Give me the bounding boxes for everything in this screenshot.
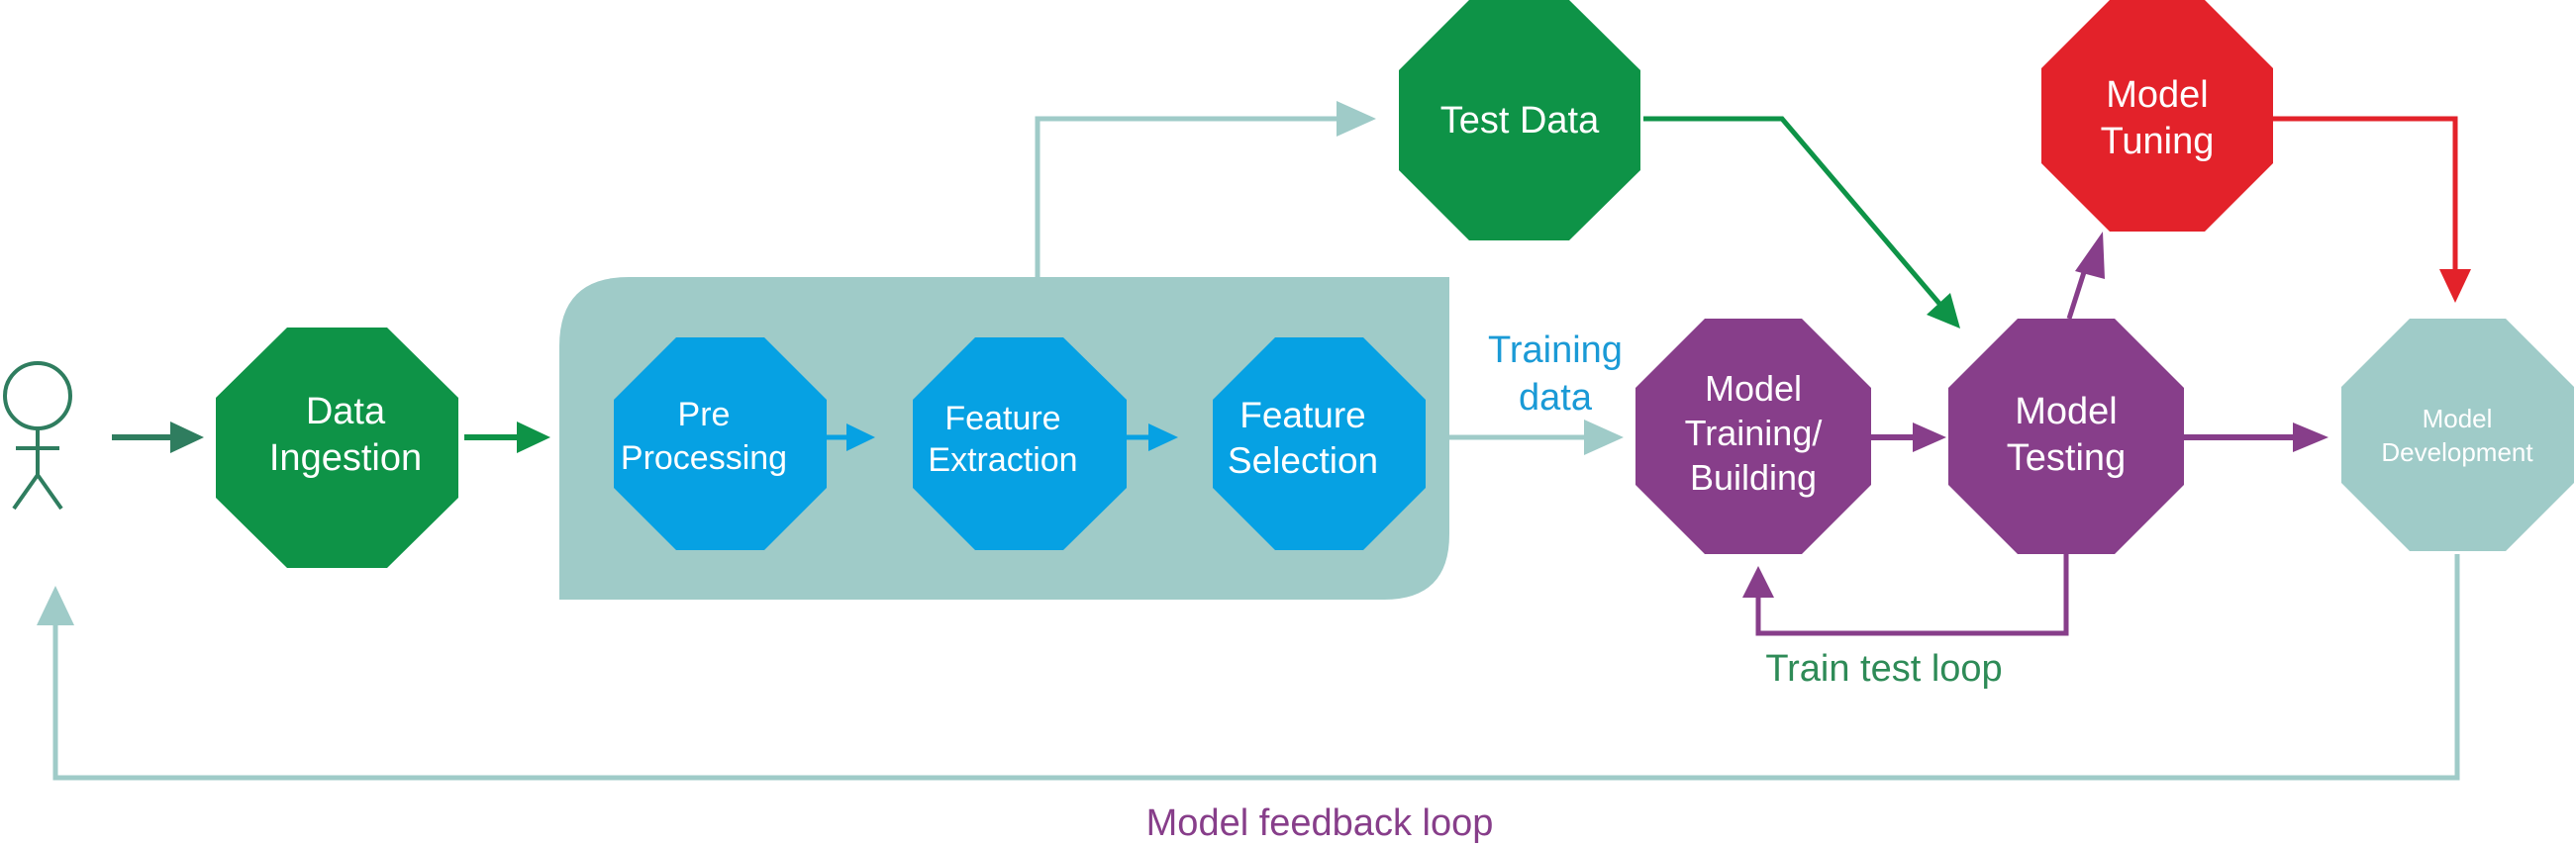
model-tuning-octagon [2041, 0, 2273, 232]
arrowhead-model-feedback-loop [37, 586, 74, 625]
arrow-testing-to-tuning [2066, 268, 2088, 320]
arrowhead-train-test-loop [1742, 566, 1774, 598]
arrowhead-panel-to-test-data [1337, 101, 1376, 137]
model-testing-octagon [1948, 319, 2184, 554]
arrowhead-testing-to-tuning [2075, 232, 2105, 279]
arrow-tuning-to-development [2273, 116, 2458, 277]
data-ingestion-label-1: Data [306, 391, 386, 432]
feature-extraction-label-1: Feature [944, 400, 1060, 437]
person-icon [3, 361, 72, 511]
feature-extraction-label-2: Extraction [928, 441, 1077, 479]
train-test-loop-label: Train test loop [1765, 648, 2002, 690]
arrow-panel-to-test-data [1035, 116, 1346, 277]
training-data-label-1: Training [1488, 329, 1623, 371]
training-data-label-2: data [1519, 377, 1593, 419]
arrowhead-extraction-to-selection [1148, 423, 1178, 451]
model-training-octagon [1635, 319, 1871, 554]
data-ingestion-octagon [216, 328, 458, 568]
data-ingestion-label-2: Ingestion [269, 437, 422, 479]
arrowhead-user-to-ingestion [170, 422, 204, 453]
test-data-octagon [1399, 0, 1640, 240]
pre-processing-octagon [614, 337, 827, 550]
arrowhead-pre-to-extraction [846, 423, 875, 451]
arrowhead-ingestion-to-preprocessing [517, 422, 550, 453]
feature-extraction-octagon [913, 337, 1127, 550]
arrow-test-data-to-testing [1643, 116, 1942, 307]
model-feedback-loop-connector [52, 554, 2460, 781]
arrowhead-training-to-testing [1913, 422, 1946, 452]
arrowhead-test-data-to-testing [1927, 293, 1960, 329]
model-training-label-1: Model [1705, 368, 1802, 409]
model-development-octagon [2341, 319, 2574, 551]
model-tuning-label-2: Tuning [2101, 121, 2215, 162]
model-testing-label-1: Model [2015, 391, 2118, 432]
pre-processing-label-2: Processing [621, 439, 787, 477]
model-development-label-1: Model [2423, 404, 2493, 433]
arrowhead-selection-to-training [1584, 420, 1624, 455]
model-feedback-loop-label: Model feedback loop [1146, 802, 1494, 844]
feature-selection-label-1: Feature [1239, 395, 1366, 435]
model-development-label-2: Development [2381, 437, 2533, 467]
model-training-label-2: Training/ [1685, 413, 1823, 453]
test-data-label: Test Data [1440, 100, 1600, 141]
feature-selection-octagon [1213, 337, 1426, 550]
model-training-label-3: Building [1690, 457, 1817, 498]
train-test-loop-connector [1755, 554, 2069, 636]
pre-processing-label-1: Pre [678, 396, 731, 433]
arrowhead-tuning-to-development [2439, 269, 2471, 303]
model-tuning-label-1: Model [2106, 74, 2209, 116]
feature-selection-label-2: Selection [1228, 440, 1378, 481]
model-testing-label-2: Testing [2007, 437, 2126, 479]
arrowhead-testing-to-development [2293, 422, 2328, 452]
